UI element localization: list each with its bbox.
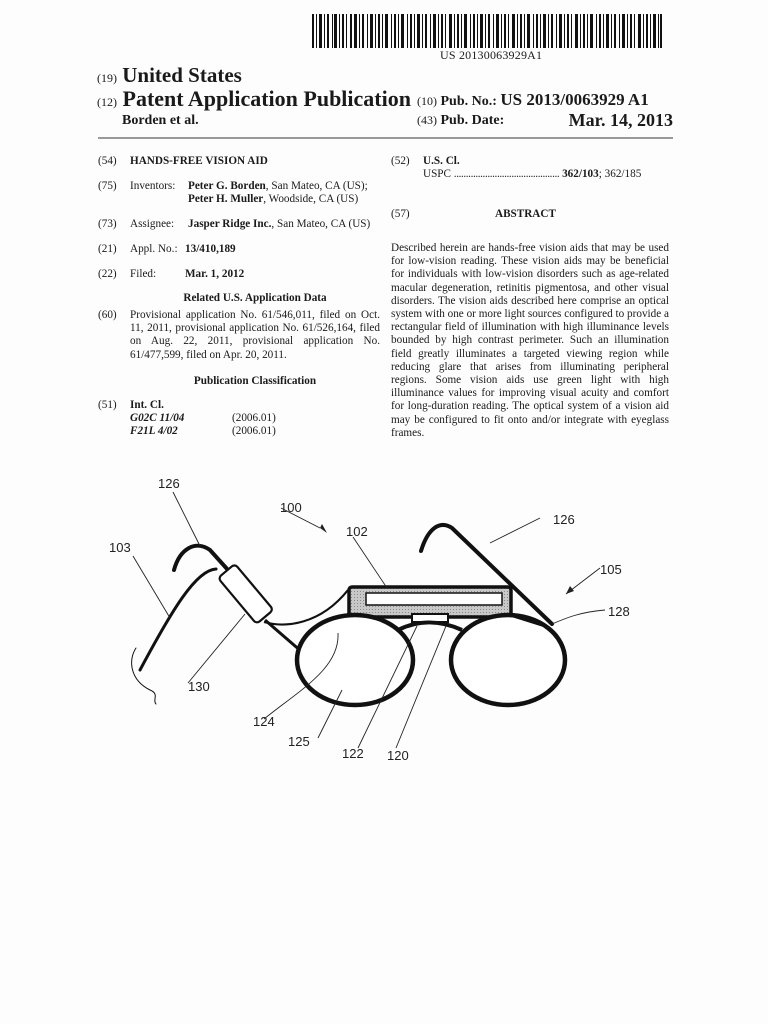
class-version: (2006.01): [232, 412, 276, 424]
country-name: United States: [122, 63, 242, 87]
assignee-field: (73) Assignee: Jasper Ridge Inc., San Mate…: [98, 218, 370, 231]
field-label: Int. Cl.: [130, 399, 164, 411]
field-label: Filed:: [130, 268, 157, 280]
int-cl-entry: G02C 11/04 (2006.01): [130, 412, 276, 425]
barcode: [312, 14, 662, 48]
field-label: U.S. Cl.: [423, 155, 460, 167]
uspc-primary: 362/103: [562, 168, 599, 180]
invention-title: HANDS-FREE VISION AID: [130, 155, 268, 167]
label-100: 100: [280, 500, 302, 515]
field-label: Appl. No.:: [130, 243, 178, 255]
label-128: 128: [608, 604, 630, 619]
uspc-dots: ........................................…: [453, 168, 560, 180]
uspc-label: USPC: [423, 168, 451, 180]
appl-no-field: (21) Appl. No.: 13/410,189: [98, 243, 236, 256]
title-field: (54) HANDS-FREE VISION AID: [98, 155, 268, 168]
appl-no: 13/410,189: [185, 243, 236, 255]
inid-code: (73): [98, 218, 117, 230]
left-lens: [294, 612, 416, 708]
authors: Borden et al.: [122, 113, 199, 128]
pub-date-label: Pub. Date:: [440, 113, 505, 128]
filed-field: (22) Filed: Mar. 1, 2012: [98, 268, 244, 281]
uspc-secondary: ; 362/185: [598, 168, 642, 180]
inventor-location: , San Mateo, CA (US);: [265, 180, 368, 192]
inid-code: (22): [98, 268, 117, 280]
patent-drawing: 126 103 100 102 126 105 128 130 124 125 …: [109, 476, 630, 763]
module-130: [218, 564, 349, 654]
inventor-location: , Woodside, CA (US): [263, 193, 359, 205]
publication-type-heading: (12) Patent Application Publication: [97, 86, 411, 112]
publication-type: Patent Application Publication: [122, 86, 411, 111]
class-version: (2006.01): [232, 425, 276, 437]
pub-date-line: (43) Pub. Date: Mar. 14, 2013: [417, 110, 673, 130]
left-temple-arm: [131, 543, 230, 705]
label-126-right: 126: [553, 512, 575, 527]
label-120: 120: [387, 748, 409, 763]
country-heading: (19) United States: [97, 63, 242, 88]
inid-code: (60): [98, 309, 117, 321]
pub-number: US 2013/0063929 A1: [500, 90, 649, 109]
inventors-field-cont: Peter H. Muller, Woodside, CA (US): [188, 193, 358, 206]
inid-code: (57): [391, 208, 410, 220]
label-125: 125: [288, 734, 310, 749]
filed-date: Mar. 1, 2012: [185, 268, 245, 280]
leader-lines: [132, 491, 606, 749]
light-module-102: [347, 585, 513, 623]
inid-code: (43): [417, 113, 437, 127]
pub-number-line: (10) Pub. No.: US 2013/0063929 A1: [417, 90, 649, 110]
inid-code: (12): [97, 95, 117, 109]
assignee-location: , San Mateo, CA (US): [271, 218, 371, 230]
class-code: F21L 4/02: [130, 425, 178, 437]
field-label: Assignee:: [130, 218, 175, 230]
inventor-name: Peter G. Borden: [188, 180, 266, 192]
related-data-heading: Related U.S. Application Data: [183, 292, 327, 304]
inid-code: (21): [98, 243, 117, 255]
label-102: 102: [346, 524, 368, 539]
int-cl-entry: F21L 4/02 (2006.01): [130, 425, 276, 438]
uspc-line: USPC ...................................…: [423, 168, 641, 181]
inid-code: (51): [98, 399, 117, 411]
class-code: G02C 11/04: [130, 412, 185, 424]
label-126: 126: [158, 476, 180, 491]
right-temple-arm: [419, 523, 554, 626]
label-103: 103: [109, 540, 131, 555]
inventors-field: (75) Inventors: Peter G. Borden, San Mateo…: [98, 180, 368, 193]
inid-code: (75): [98, 180, 117, 192]
inventor-name: Peter H. Muller: [188, 193, 264, 205]
pub-number-label: Pub. No.:: [440, 94, 497, 109]
bridge: [397, 620, 463, 632]
provisional-applications: Provisional application No. 61/546,011, …: [130, 309, 380, 361]
header-divider: [98, 137, 673, 139]
inid-code: (52): [391, 155, 410, 167]
label-124: 124: [253, 714, 275, 729]
classification-heading: Publication Classification: [193, 375, 317, 387]
us-cl-field: (52) U.S. Cl.: [391, 155, 460, 168]
pub-date: Mar. 14, 2013: [568, 110, 673, 130]
label-105: 105: [600, 562, 622, 577]
inid-code: (54): [98, 155, 117, 167]
label-122: 122: [342, 746, 364, 761]
inid-code: (10): [417, 94, 437, 108]
abstract-heading: ABSTRACT: [495, 208, 556, 220]
int-cl-field: (51) Int. Cl.: [98, 399, 164, 412]
field-label: Inventors:: [130, 180, 176, 192]
barcode-number: US 20130063929A1: [440, 48, 543, 62]
label-130: 130: [188, 679, 210, 694]
assignee-name: Jasper Ridge Inc.: [188, 218, 272, 230]
right-lens: [448, 612, 568, 708]
abstract-text: Described herein are hands-free vision a…: [391, 242, 669, 439]
inid-code: (19): [97, 71, 117, 85]
